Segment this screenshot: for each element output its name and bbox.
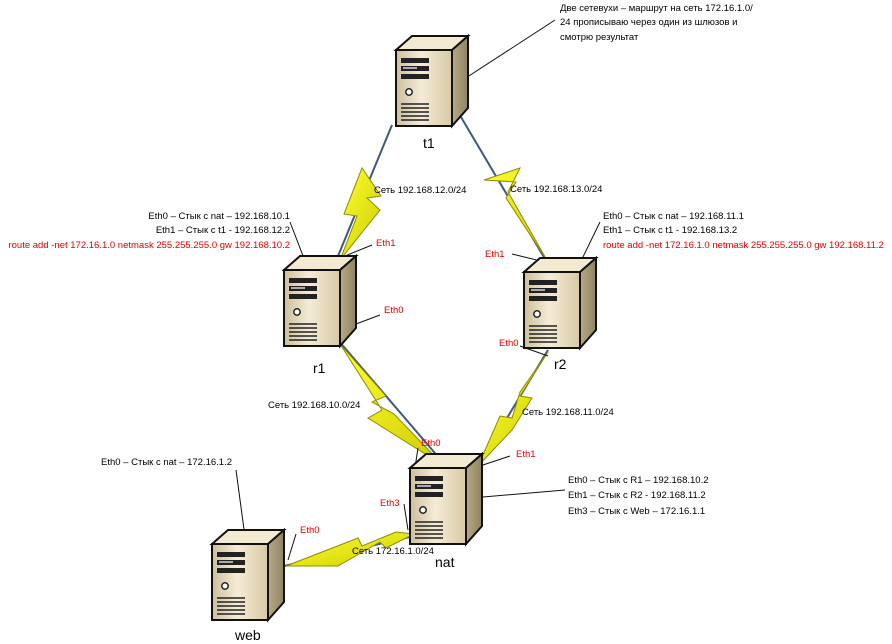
annotation-line: 24 прописываю через один из шлюзов и — [560, 17, 737, 28]
iface-label-nat-eth3: Eth3 — [380, 498, 400, 509]
node-label-r1: r1 — [313, 360, 326, 376]
server-icon — [409, 453, 483, 545]
iface-label-r1-eth0: Eth0 — [384, 305, 404, 316]
r2-route-command: route add -net 172.16.1.0 netmask 255.25… — [603, 240, 884, 251]
iface-label-nat-eth0: Eth0 — [421, 438, 441, 449]
web-config-line: Eth0 – Стык с nat – 172.16.1.2 — [101, 457, 232, 468]
r1-route-command: route add -net 172.16.1.0 netmask 255.25… — [8, 240, 290, 251]
link-r1-nat — [337, 339, 447, 467]
nat-eth3-pointer — [403, 503, 409, 531]
iface-label-r2-eth0: Eth0 — [499, 338, 519, 349]
nat-config-line: Eth3 – Стык с Web – 172.16.1.1 — [568, 506, 705, 517]
iface-label-r2-eth1: Eth1 — [485, 249, 505, 260]
link-label-t1-r2: Сеть 192.168.13.0/24 — [510, 184, 602, 195]
nat-config-line: Eth0 – Стык с R1 – 192.168.10.2 — [568, 475, 709, 486]
server-icon — [523, 257, 597, 349]
link-label-r1-nat: Сеть 192.168.10.0/24 — [268, 400, 360, 411]
server-icon — [395, 35, 469, 127]
iface-label-r1-eth1: Eth1 — [376, 238, 396, 249]
lightning-link-icon — [483, 167, 549, 263]
r1-config-line: Eth0 – Стык с nat – 192.168.10.1 — [148, 211, 290, 222]
nat-config-line: Eth1 – Стык с R2 - 192.168.11.2 — [568, 490, 706, 501]
link-label-t1-r1: Сеть 192.168.12.0/24 — [374, 185, 466, 196]
r2-config-line: Eth1 – Стык с t1 - 192.168.13.2 — [603, 225, 737, 236]
annotation-line: Две сетевухи – маршрут на сеть 172.16.1.… — [560, 3, 753, 14]
lightning-link-icon — [339, 343, 445, 467]
web-eth0-pointer — [287, 533, 297, 561]
annotation-line: смотрю результат — [560, 32, 639, 43]
node-label-t1: t1 — [423, 135, 435, 151]
iface-label-nat-eth1: Eth1 — [516, 449, 536, 460]
r1-config-line: Eth1 – Стык с t1 - 192.168.12.2 — [156, 225, 290, 236]
link-label-r2-nat: Сеть 192.168.11.0/24 — [522, 407, 614, 418]
server-icon — [283, 255, 357, 347]
iface-label-web-eth0: Eth0 — [300, 525, 320, 536]
r2-config-line: Eth0 – Стык с nat – 192.168.11.1 — [603, 211, 744, 222]
nat-eth1-pointer — [479, 455, 511, 467]
node-label-r2: r2 — [554, 356, 567, 372]
server-icon — [211, 529, 285, 621]
lightning-link-icon — [339, 166, 382, 261]
node-label-nat: nat — [435, 554, 455, 570]
annotation-pointer — [454, 19, 556, 86]
link-label-nat-web: Сеть 172.16.1.0/24 — [352, 546, 434, 557]
node-label-web: web — [234, 627, 261, 643]
